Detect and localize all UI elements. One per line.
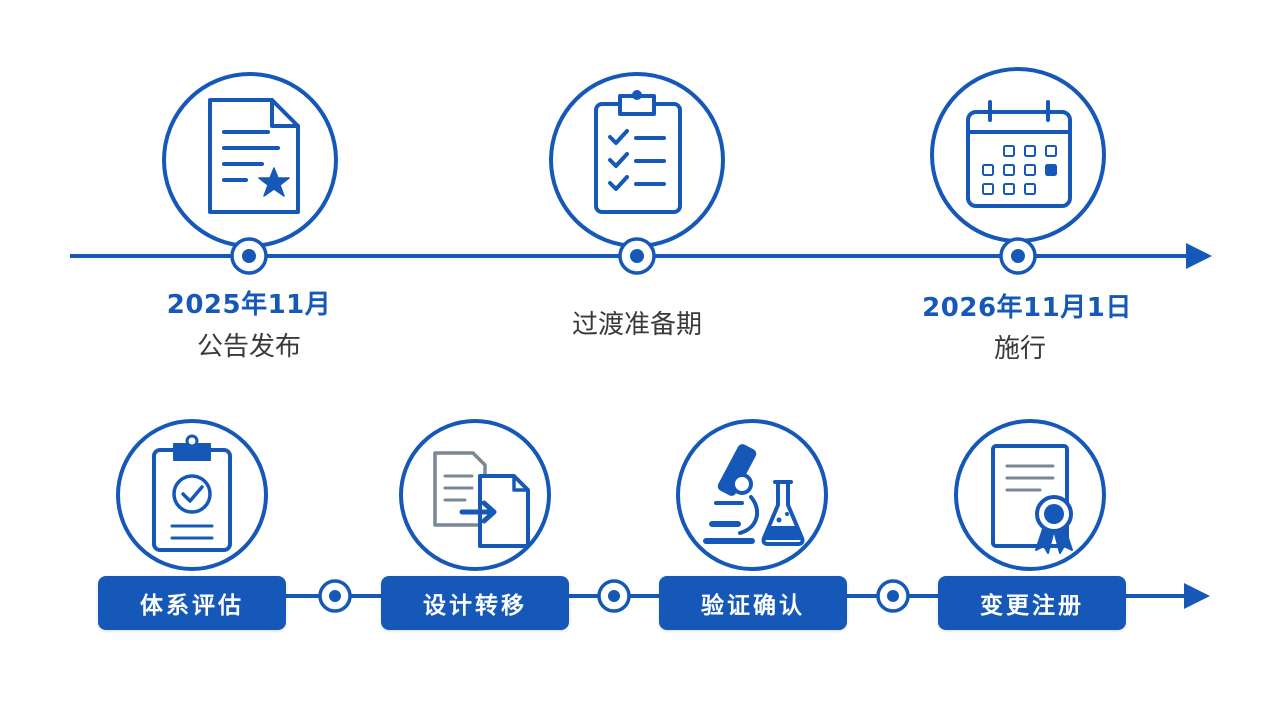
step-2-pill: 设计转移 bbox=[381, 576, 569, 630]
clipboard-check-icon bbox=[152, 434, 232, 552]
milestone-1-caption: 公告发布 bbox=[196, 332, 302, 362]
step-4-icon-circle bbox=[954, 419, 1106, 571]
document-star-icon bbox=[208, 98, 300, 214]
calendar-grid bbox=[982, 145, 1057, 195]
step-1-pill: 体系评估 bbox=[98, 576, 286, 630]
milestone-1-node bbox=[230, 237, 268, 275]
top-timeline-arrowhead bbox=[1186, 243, 1212, 269]
milestone-1-date: 2025年11月 bbox=[166, 290, 332, 320]
certificate-icon bbox=[991, 444, 1073, 554]
milestone-3-icon-circle bbox=[930, 67, 1106, 243]
milestone-1-icon-circle bbox=[162, 72, 338, 248]
milestone-2-caption: 过渡准备期 bbox=[571, 310, 703, 340]
process-node-2 bbox=[597, 579, 631, 613]
step-3-icon-circle bbox=[676, 419, 828, 571]
process-node-1 bbox=[318, 579, 352, 613]
step-2-icon-circle bbox=[399, 419, 551, 571]
microscope-flask-icon bbox=[703, 444, 805, 546]
process-node-3 bbox=[876, 579, 910, 613]
bottom-process-arrowhead bbox=[1184, 583, 1210, 609]
milestone-3-caption: 施行 bbox=[993, 334, 1047, 364]
checklist-clipboard-icon bbox=[594, 90, 682, 214]
step-1-icon-circle bbox=[116, 419, 268, 571]
step-4-pill: 变更注册 bbox=[938, 576, 1126, 630]
document-transfer-icon bbox=[433, 451, 530, 548]
milestone-2-icon-circle bbox=[549, 72, 725, 248]
milestone-3-date: 2026年11月1日 bbox=[922, 293, 1132, 323]
calendar-icon bbox=[966, 100, 1072, 208]
milestone-3-node bbox=[999, 237, 1037, 275]
step-3-pill: 验证确认 bbox=[659, 576, 847, 630]
milestone-2-node bbox=[618, 237, 656, 275]
